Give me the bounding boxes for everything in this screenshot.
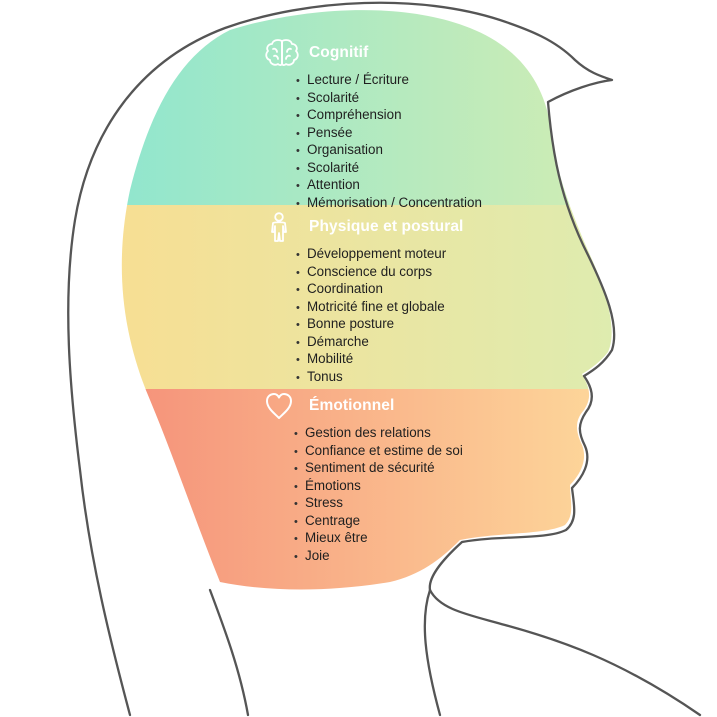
- list-item: Joie: [294, 548, 463, 566]
- list-item: Conscience du corps: [296, 264, 463, 282]
- person-icon: [264, 212, 300, 242]
- section-cognitif: Cognitif Lecture / Écriture Scolarité Co…: [264, 38, 482, 212]
- list-item: Scolarité: [296, 90, 482, 108]
- list-item: Mémorisation / Concentration: [296, 195, 482, 213]
- list-item: Organisation: [296, 142, 482, 160]
- list-item: Gestion des relations: [294, 425, 463, 443]
- section-title-emotionnel: Émotionnel: [309, 397, 395, 414]
- neck-line: [208, 588, 250, 717]
- list-emotionnel: Gestion des relations Confiance et estim…: [294, 425, 463, 565]
- list-item: Stress: [294, 495, 463, 513]
- list-item: Coordination: [296, 281, 463, 299]
- list-item: Développement moteur: [296, 246, 463, 264]
- heart-icon: [264, 391, 300, 421]
- list-item: Démarche: [296, 334, 463, 352]
- section-title-physique: Physique et postural: [309, 218, 464, 235]
- section-title-cognitif: Cognitif: [309, 44, 369, 61]
- brain-icon: [264, 38, 300, 68]
- list-item: Mobilité: [296, 351, 463, 369]
- list-item: Bonne posture: [296, 316, 463, 334]
- list-item: Confiance et estime de soi: [294, 443, 463, 461]
- section-emotionnel: Émotionnel Gestion des relations Confian…: [264, 391, 463, 565]
- list-item: Pensée: [296, 125, 482, 143]
- list-item: Tonus: [296, 369, 463, 387]
- list-item: Attention: [296, 177, 482, 195]
- list-item: Centrage: [294, 513, 463, 531]
- list-item: Lecture / Écriture: [296, 72, 482, 90]
- list-item: Émotions: [294, 478, 463, 496]
- list-item: Scolarité: [296, 160, 482, 178]
- list-item: Motricité fine et globale: [296, 299, 463, 317]
- list-cognitif: Lecture / Écriture Scolarité Compréhensi…: [296, 72, 482, 212]
- list-item: Sentiment de sécurité: [294, 460, 463, 478]
- list-physique: Développement moteur Conscience du corps…: [296, 246, 463, 386]
- list-item: Mieux être: [294, 530, 463, 548]
- list-item: Compréhension: [296, 107, 482, 125]
- section-physique: Physique et postural Développement moteu…: [264, 212, 463, 386]
- shoulder-line: [423, 588, 442, 717]
